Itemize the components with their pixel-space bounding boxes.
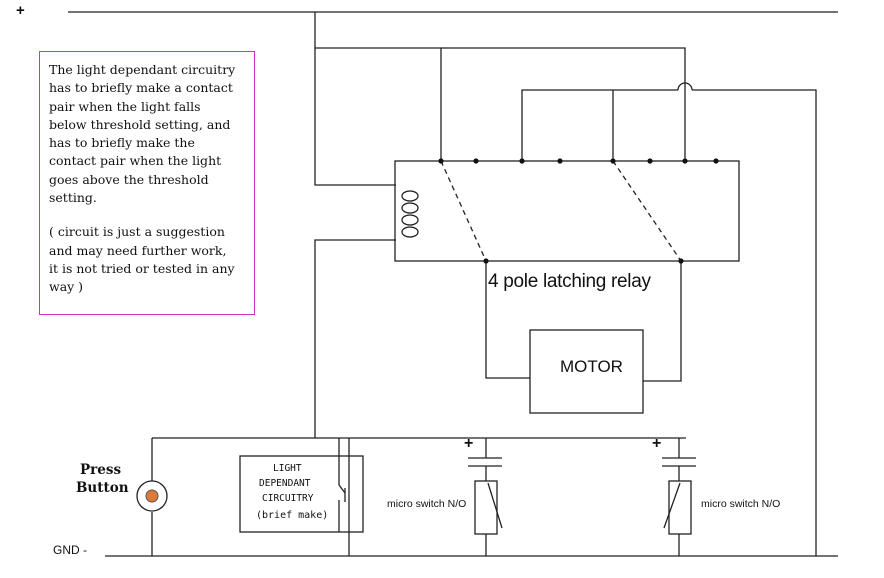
note-line: has to briefly make a contact <box>49 80 233 96</box>
press-button-label-line2: Button <box>76 480 129 496</box>
note-line: contact pair when the light <box>49 153 222 169</box>
ldc-label-line4: (brief make) <box>256 510 329 521</box>
note-line: and may need further work, <box>49 242 227 258</box>
motor-left-wire <box>485 261 530 379</box>
motor-body <box>529 329 644 414</box>
micro-switch-right-polarity: + <box>652 435 662 452</box>
note-line: has to briefly make the <box>49 135 195 151</box>
note-paragraph-1: The light dependant circuitry has to bri… <box>49 61 246 207</box>
motor-right-wire <box>643 261 682 382</box>
relay-contact-dot <box>473 158 479 164</box>
relay-contact-dot <box>557 158 563 164</box>
positive-symbol: + <box>16 2 25 19</box>
ldc-label-line1: LIGHT <box>273 463 302 474</box>
relay-contact-dot <box>438 158 444 164</box>
note-line: setting. <box>49 190 97 206</box>
right-switch-lever <box>663 482 681 529</box>
gnd-label: GND - <box>53 543 87 557</box>
right-micro-switch-body <box>668 480 692 535</box>
left-switch-lever <box>487 482 503 529</box>
relay-contact-dot <box>647 158 653 164</box>
note-gap <box>49 207 246 223</box>
pole4-supply-wire <box>441 47 686 161</box>
pole1-supply-wire <box>315 47 442 161</box>
relay-contact-dot <box>713 158 719 164</box>
coil-feed-wire <box>314 12 396 186</box>
motor-label: MOTOR <box>560 357 623 376</box>
note-line: ( circuit is just a suggestion <box>49 224 225 240</box>
note-box: The light dependant circuitry has to bri… <box>39 51 255 315</box>
note-paragraph-2: ( circuit is just a suggestion and may n… <box>49 223 246 296</box>
micro-switch-left-polarity: + <box>464 435 474 452</box>
relay-contact-dot <box>678 258 684 264</box>
ldc-label-line3: CIRCUITRY <box>262 493 314 504</box>
relay-body <box>394 160 740 262</box>
note-line: below threshold setting, and <box>49 116 231 132</box>
left-micro-switch-body <box>474 480 498 535</box>
light-dependant-circuitry-box <box>239 455 364 533</box>
note-line: goes above the threshold <box>49 171 209 187</box>
note-line: it is not tried or tested in any <box>49 260 235 276</box>
press-button-icon[interactable] <box>145 489 159 503</box>
relay-contact-dots <box>438 158 719 264</box>
press-button-ring[interactable] <box>136 480 168 512</box>
note-line: pair when the light falls <box>49 98 201 114</box>
relay-contact-dot <box>682 158 688 164</box>
note-line: way ) <box>49 279 84 295</box>
wire-crossover-hop <box>677 82 693 91</box>
coil-return-wire <box>314 239 396 438</box>
ldc-label-line2: DEPENDANT <box>259 478 311 489</box>
relay-contact-dot <box>483 258 489 264</box>
press-button-label-line1: Press <box>80 462 122 478</box>
relay-switch-arm-right <box>612 160 682 262</box>
relay-contact-dot <box>519 158 525 164</box>
relay-switch-arm-left <box>440 160 487 262</box>
relay-label: 4 pole latching relay <box>488 271 651 292</box>
ldc-contact-icon <box>338 484 346 502</box>
relay-coil-icon <box>401 190 419 238</box>
relay-contact-dot <box>610 158 616 164</box>
bridge-wire <box>521 89 678 161</box>
note-line: The light dependant circuitry <box>49 62 236 77</box>
micro-switch-right-label: micro switch N/O <box>701 498 781 510</box>
right-return-wire <box>692 89 817 556</box>
micro-switch-left-label: micro switch N/O <box>387 498 467 510</box>
